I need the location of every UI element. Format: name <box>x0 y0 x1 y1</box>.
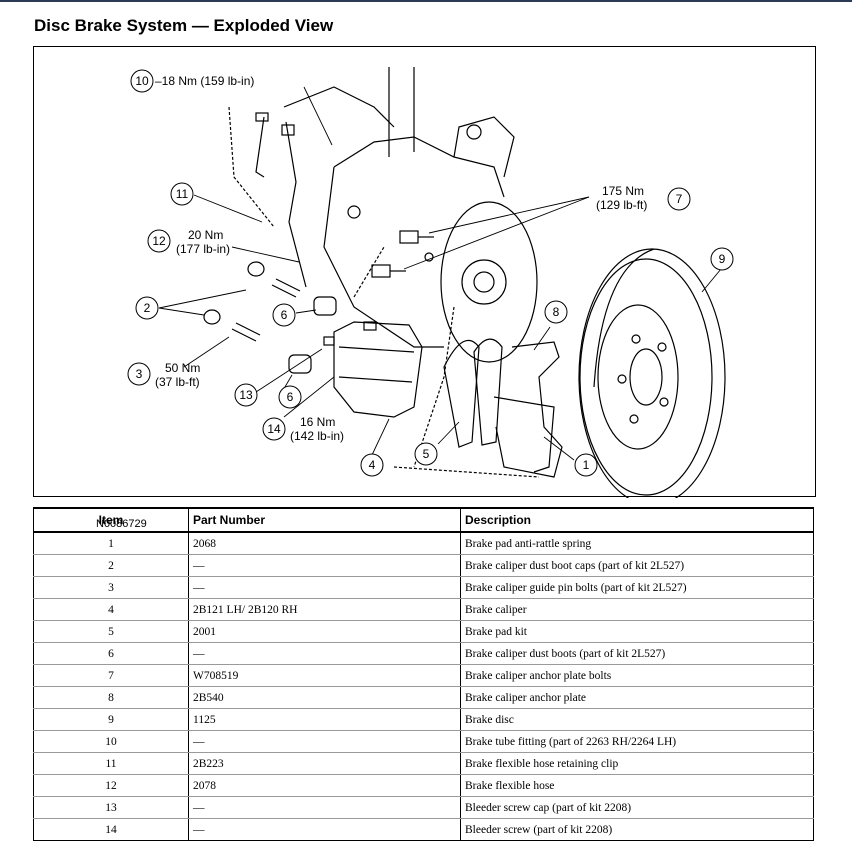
cell-part-number: — <box>188 796 461 819</box>
cell-description: Brake caliper anchor plate <box>460 686 814 709</box>
exploded-view-drawing: 10 11 12 2 3 6 13 6 14 4 5 1 8 7 9 –18 N… <box>127 67 734 498</box>
cell-item: 7 <box>33 664 189 687</box>
cell-description: Brake flexible hose <box>460 774 814 797</box>
cell-item: 14 <box>33 818 189 841</box>
callout-7: 7 <box>676 192 683 206</box>
torque-3-lbft: (37 lb-ft) <box>155 375 200 389</box>
table-row: 6—Brake caliper dust boots (part of kit … <box>33 642 814 665</box>
torque-14-nm: 16 Nm <box>300 415 335 429</box>
torque-7-lbft: (129 lb-ft) <box>596 198 647 212</box>
callout-9: 9 <box>719 252 726 266</box>
cell-item: 4 <box>33 598 189 621</box>
torque-7-nm: 175 Nm <box>602 184 644 198</box>
cell-part-number: — <box>188 642 461 665</box>
header-part-number: Part Number <box>188 507 461 533</box>
cell-description: Brake pad anti-rattle spring <box>460 532 814 555</box>
torque-3-nm: 50 Nm <box>165 361 200 375</box>
cell-description: Brake caliper <box>460 598 814 621</box>
cell-part-number: 1125 <box>188 708 461 731</box>
cell-part-number: 2068 <box>188 532 461 555</box>
header-description: Description <box>460 507 814 533</box>
cell-item: 8 <box>33 686 189 709</box>
callout-6-lower: 6 <box>287 390 294 404</box>
cell-item: 10 <box>33 730 189 753</box>
brake-caliper-drawing <box>333 321 423 418</box>
table-row: 13—Bleeder screw cap (part of kit 2208) <box>33 796 814 819</box>
header-item: Item <box>33 507 189 533</box>
cell-part-number: — <box>188 554 461 577</box>
anchor-bolts-drawing <box>371 230 434 278</box>
cell-description: Brake disc <box>460 708 814 731</box>
cell-item: 9 <box>33 708 189 731</box>
cell-item: 1 <box>33 532 189 555</box>
top-rule <box>0 0 852 2</box>
cell-description: Brake flexible hose retaining clip <box>460 752 814 775</box>
callout-2: 2 <box>144 301 151 315</box>
brake-disc-drawing <box>578 248 726 498</box>
cell-description: Brake caliper dust boots (part of kit 2L… <box>460 642 814 665</box>
cell-description: Bleeder screw cap (part of kit 2208) <box>460 796 814 819</box>
callout-12: 12 <box>152 234 166 248</box>
page-title: Disc Brake System — Exploded View <box>34 16 334 35</box>
table-row: 10—Brake tube fitting (part of 2263 RH/2… <box>33 730 814 753</box>
callout-8: 8 <box>553 305 560 319</box>
cell-item: 13 <box>33 796 189 819</box>
cell-description: Bleeder screw (part of kit 2208) <box>460 818 814 841</box>
cell-item: 3 <box>33 576 189 599</box>
cell-part-number: 2001 <box>188 620 461 643</box>
torque-12-lbin: (177 lb-in) <box>176 242 230 256</box>
cell-part-number: 2B121 LH/ 2B120 RH <box>188 598 461 621</box>
callout-4: 4 <box>369 458 376 472</box>
table-header-row: Item Part Number Description <box>33 507 814 533</box>
cell-item: 11 <box>33 752 189 775</box>
cell-item: 2 <box>33 554 189 577</box>
table-row: 14—Bleeder screw (part of kit 2208) <box>33 818 814 841</box>
exploded-view-figure: 10 11 12 2 3 6 13 6 14 4 5 1 8 7 9 –18 N… <box>33 46 816 530</box>
cell-part-number: — <box>188 730 461 753</box>
callout-13: 13 <box>239 388 253 402</box>
cell-description: Brake caliper anchor plate bolts <box>460 664 814 687</box>
cell-item: 12 <box>33 774 189 797</box>
cell-part-number: — <box>188 576 461 599</box>
hub-knuckle-drawing <box>283 67 538 363</box>
callout-10: 10 <box>135 74 149 88</box>
cell-description: Brake tube fitting (part of 2263 RH/2264… <box>460 730 814 753</box>
cell-part-number: 2078 <box>188 774 461 797</box>
torque-10: –18 Nm (159 lb-in) <box>155 74 254 88</box>
callout-6-upper: 6 <box>281 308 288 322</box>
brake-hose-drawing <box>255 112 307 288</box>
callout-11: 11 <box>176 187 189 201</box>
callout-5: 5 <box>423 447 430 461</box>
cell-description: Brake caliper guide pin bolts (part of k… <box>460 576 814 599</box>
cell-part-number: 2B223 <box>188 752 461 775</box>
torque-12-nm: 20 Nm <box>188 228 223 242</box>
table-row: 2—Brake caliper dust boot caps (part of … <box>33 554 814 577</box>
callout-3: 3 <box>136 367 143 381</box>
cell-description: Brake caliper dust boot caps (part of ki… <box>460 554 814 577</box>
cell-part-number: W708519 <box>188 664 461 687</box>
callout-14: 14 <box>267 422 281 436</box>
torque-14-lbin: (142 lb-in) <box>290 429 344 443</box>
table-row: 3—Brake caliper guide pin bolts (part of… <box>33 576 814 599</box>
cell-part-number: 2B540 <box>188 686 461 709</box>
cell-part-number: — <box>188 818 461 841</box>
cell-description: Brake pad kit <box>460 620 814 643</box>
callout-1: 1 <box>583 458 590 472</box>
cell-item: 5 <box>33 620 189 643</box>
cell-item: 6 <box>33 642 189 665</box>
